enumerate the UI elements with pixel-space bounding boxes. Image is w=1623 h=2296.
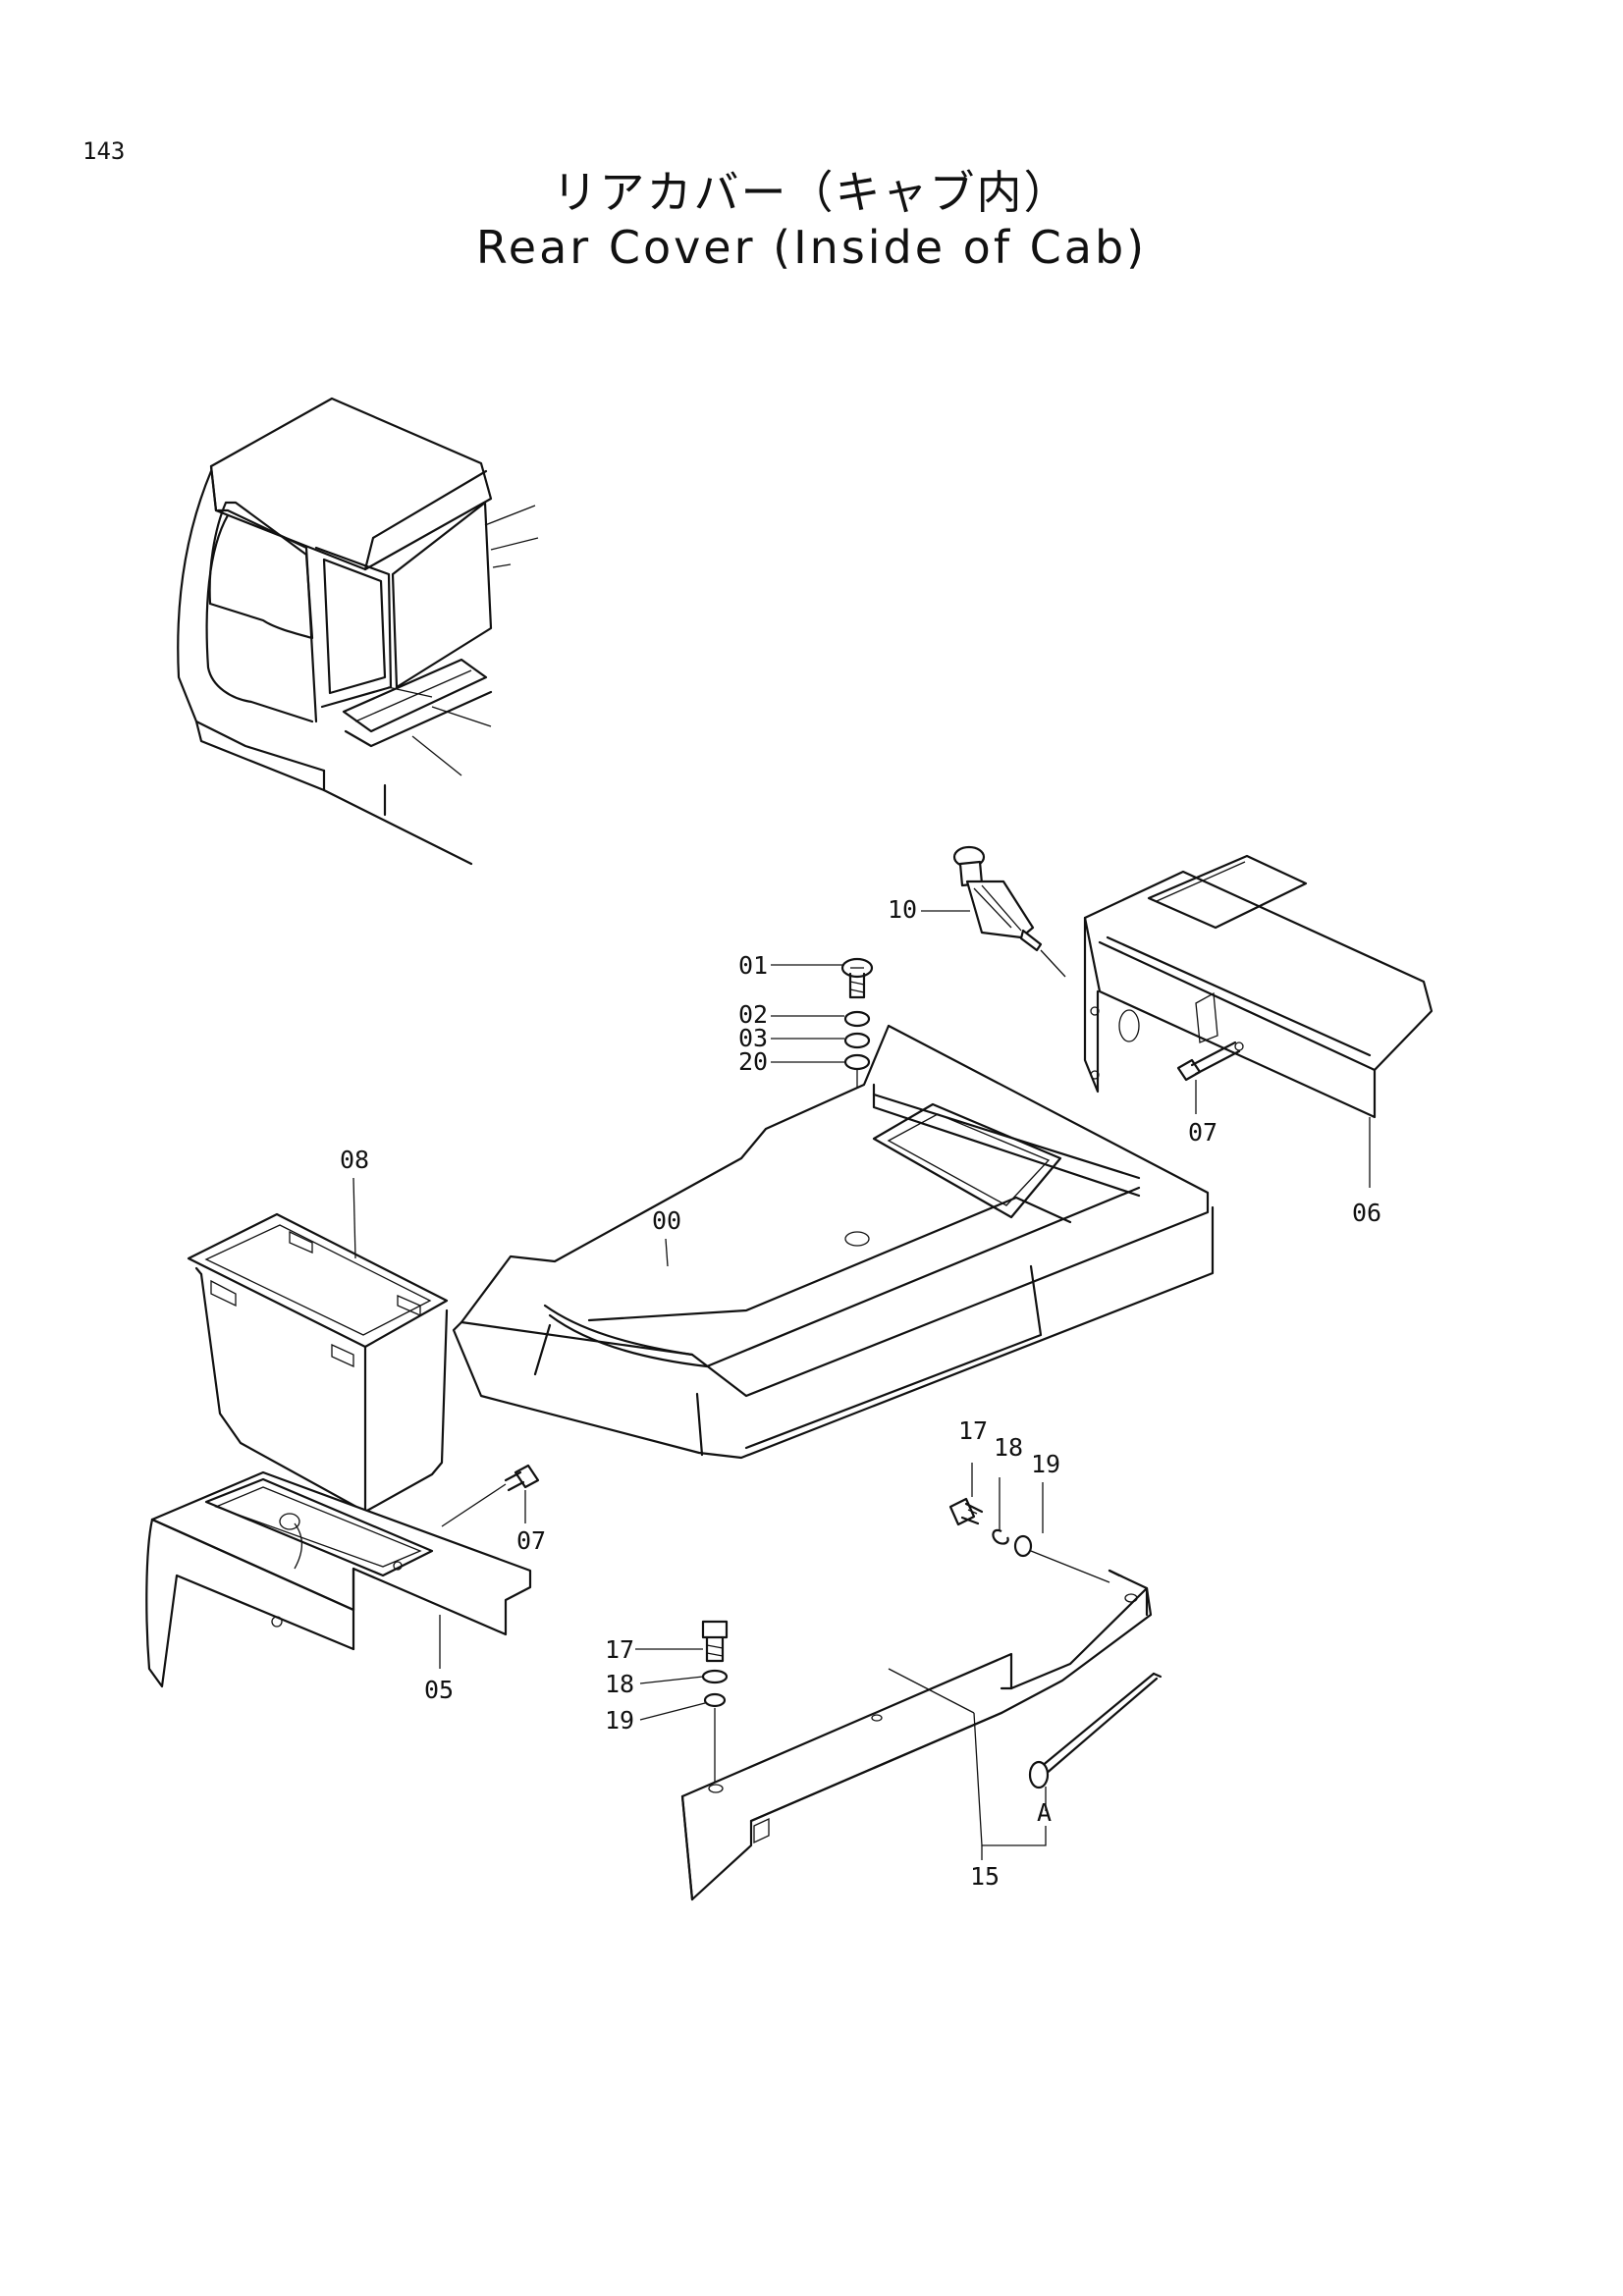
callout-19-lower: 19 <box>605 1706 634 1735</box>
callout-06: 06 <box>1352 1199 1381 1227</box>
part-07-bolt-lower <box>441 1464 540 1527</box>
callout-07-upper: 07 <box>1188 1118 1217 1147</box>
callout-19-upper: 19 <box>1031 1450 1060 1478</box>
callout-17-upper: 17 <box>958 1416 988 1445</box>
part-10-lock-cylinder <box>952 845 1066 978</box>
part-19-washer-lower <box>703 1692 727 1708</box>
callout-18-lower: 18 <box>605 1670 634 1698</box>
callout-08: 08 <box>340 1146 369 1174</box>
callout-A: A <box>1037 1798 1052 1827</box>
part-18-spring-washer-lower <box>701 1669 729 1684</box>
part-19-washer-upper <box>1013 1534 1033 1558</box>
callout-07-lower: 07 <box>516 1526 546 1555</box>
part-18-spring-washer-upper <box>992 1528 1009 1545</box>
callout-20: 20 <box>738 1047 768 1076</box>
callout-02: 02 <box>738 1000 768 1029</box>
callout-05: 05 <box>424 1676 454 1704</box>
part-01-screw <box>840 957 874 999</box>
callout-00: 00 <box>652 1206 681 1235</box>
page-title-english: Rear Cover (Inside of Cab) <box>475 221 1148 274</box>
part-17-bolt-lower <box>701 1620 729 1663</box>
part-15-cable <box>1028 1672 1163 1789</box>
part-07-bolt-upper <box>1176 1041 1244 1082</box>
assembly-line-upper-bolt <box>1030 1550 1110 1583</box>
callout-10: 10 <box>888 895 917 924</box>
callout-03: 03 <box>738 1024 768 1052</box>
part-00-main-tray <box>452 1024 1215 1460</box>
part-05-left-cover <box>145 1470 532 1688</box>
callout-17-lower: 17 <box>605 1635 634 1664</box>
cab-overview-illustration <box>177 397 539 866</box>
part-06-right-cover <box>1083 854 1434 1119</box>
page-number: 143 <box>82 137 126 165</box>
part-03-washer <box>843 1032 871 1049</box>
part-20-washer <box>843 1053 871 1071</box>
callout-leader-lines <box>352 910 1371 1860</box>
callout-01: 01 <box>738 951 768 980</box>
callout-18-upper: 18 <box>994 1433 1023 1462</box>
part-15-bottom-plate <box>680 1569 1153 1901</box>
page-title-japanese: リアカバー（キャブ内） <box>552 166 1071 219</box>
callout-labels: 10 01 02 03 20 07 06 08 00 07 05 17 18 1… <box>340 895 1381 1891</box>
callout-15: 15 <box>970 1862 1000 1891</box>
part-02-spring-washer <box>843 1010 871 1028</box>
part-08-storage-box <box>187 1212 449 1514</box>
part-17-bolt-upper <box>948 1497 984 1526</box>
